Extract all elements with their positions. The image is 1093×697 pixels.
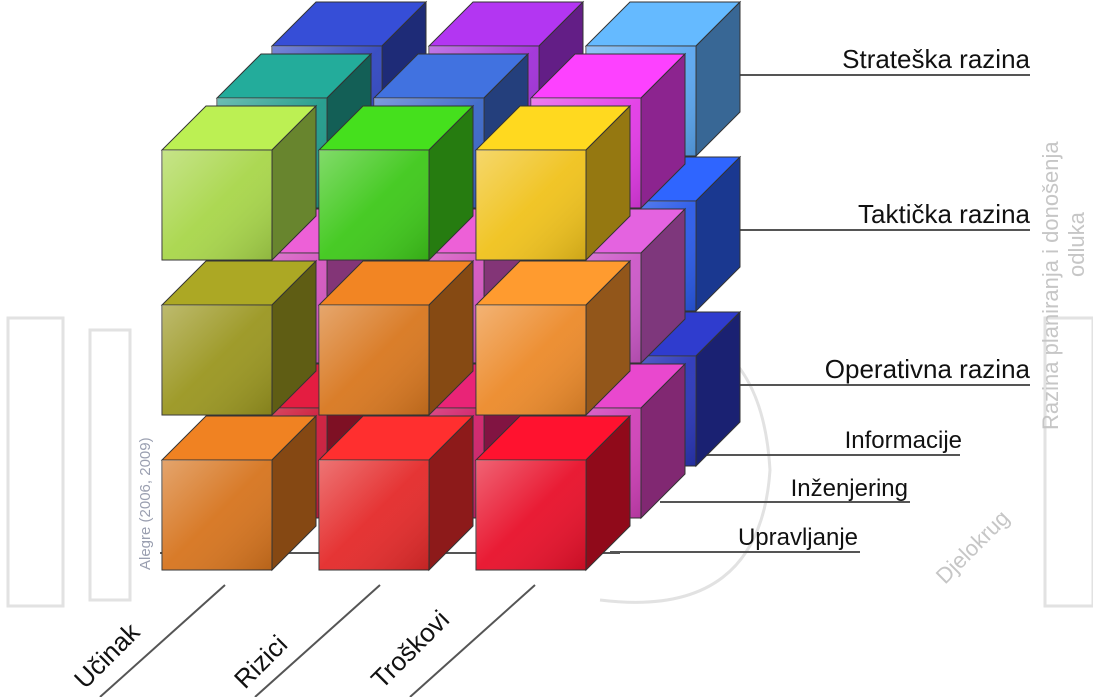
costs-leader-line: [409, 584, 536, 697]
performance-leader-line: [99, 584, 226, 697]
label-tactical-level: Taktička razina: [858, 199, 1030, 229]
risks-leader-line: [254, 584, 381, 697]
cube-front-middle-2: [474, 259, 632, 417]
cube-front-top-0-gloss: [162, 150, 272, 260]
label-operational-level: Operativna razina: [825, 354, 1031, 384]
cube-front-middle-1-gloss: [319, 305, 429, 415]
cube-front-bottom-0-gloss: [162, 460, 272, 570]
cube-front-bottom-0: [160, 414, 318, 572]
label-management: Upravljanje: [738, 524, 858, 551]
vertical-axis-title-line1: Razina planiranja i donošenja: [1038, 141, 1063, 430]
label-costs: Troškovi: [365, 604, 455, 694]
cube-front-top-0: [160, 104, 318, 262]
label-engineering: Inženjering: [791, 475, 908, 502]
label-risks: Rizici: [228, 629, 293, 694]
cube-front-bottom-2: [474, 414, 632, 572]
cube-front-middle-1: [317, 259, 475, 417]
cube-front-top-1-gloss: [319, 150, 429, 260]
cube-front-bottom-2-gloss: [476, 460, 586, 570]
cube-front-top-2: [474, 104, 632, 262]
cube-front-middle-0: [160, 259, 318, 417]
cube-front-bottom-1-gloss: [319, 460, 429, 570]
depth-axis-title: Djelokrug: [931, 505, 1014, 588]
cube-front-middle-2-gloss: [476, 305, 586, 415]
vertical-axis-title-line2: odluka: [1064, 211, 1089, 277]
citation: Alegre (2006, 2009): [137, 437, 154, 570]
label-strategic-level: Strateška razina: [842, 44, 1030, 74]
cube-front-top-2-gloss: [476, 150, 586, 260]
label-information: Informacije: [845, 427, 962, 454]
cube-front-middle-0-gloss: [162, 305, 272, 415]
cube-grid: [160, 0, 742, 572]
vertical-axis-title: Razina planiranja i donošenja odluka: [1038, 141, 1089, 430]
label-performance: Učinak: [68, 616, 146, 694]
cube-front-bottom-1: [317, 414, 475, 572]
cube-front-top-1: [317, 104, 475, 262]
